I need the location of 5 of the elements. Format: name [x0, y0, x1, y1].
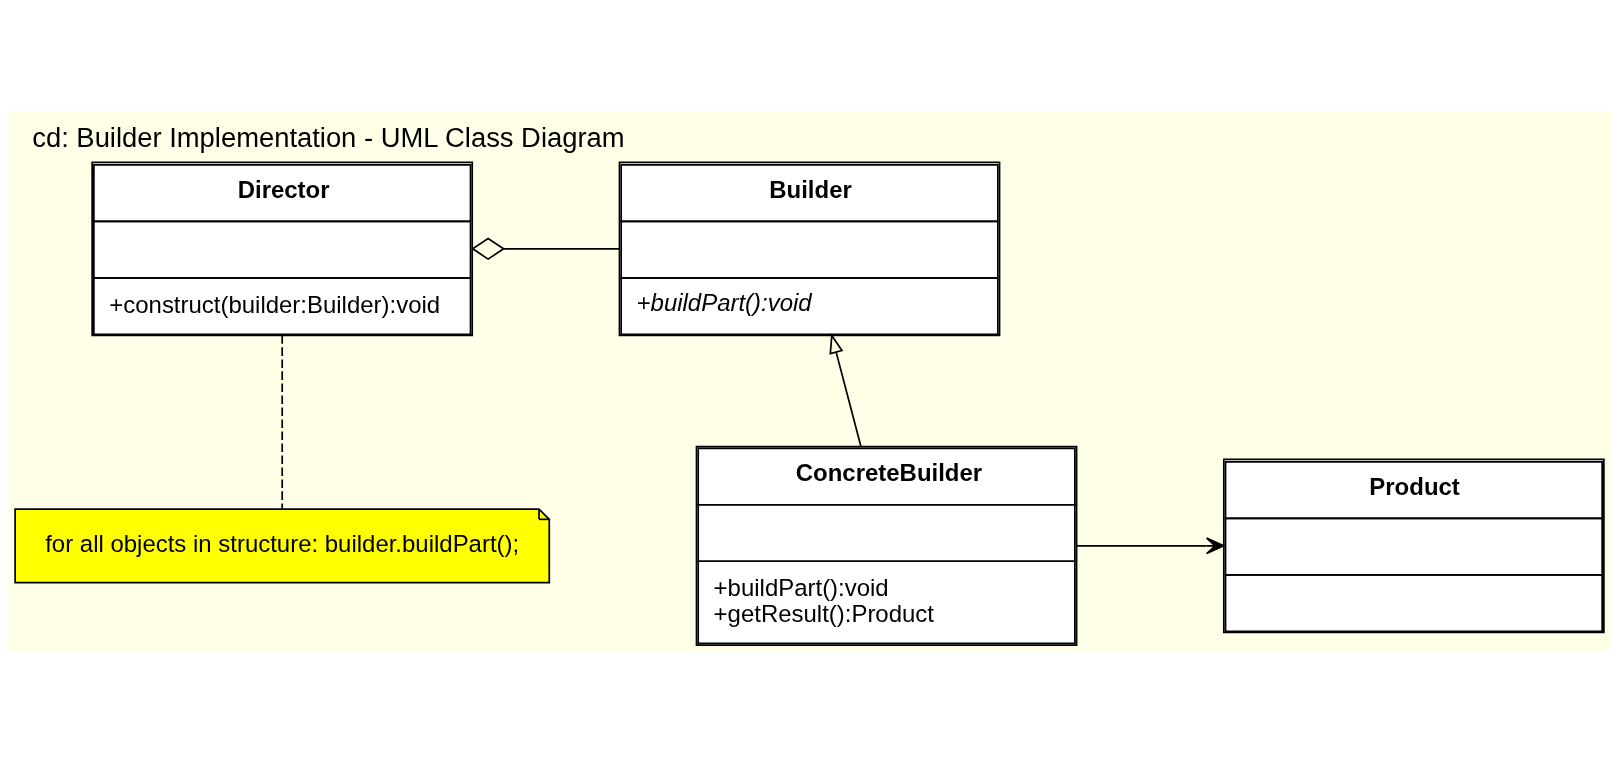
diagram-title: cd: Builder Implementation - UML Class Diagram	[32, 121, 625, 153]
connector	[281, 334, 284, 510]
arrow	[829, 332, 862, 447]
arrow	[1076, 536, 1225, 554]
connector	[471, 237, 621, 260]
